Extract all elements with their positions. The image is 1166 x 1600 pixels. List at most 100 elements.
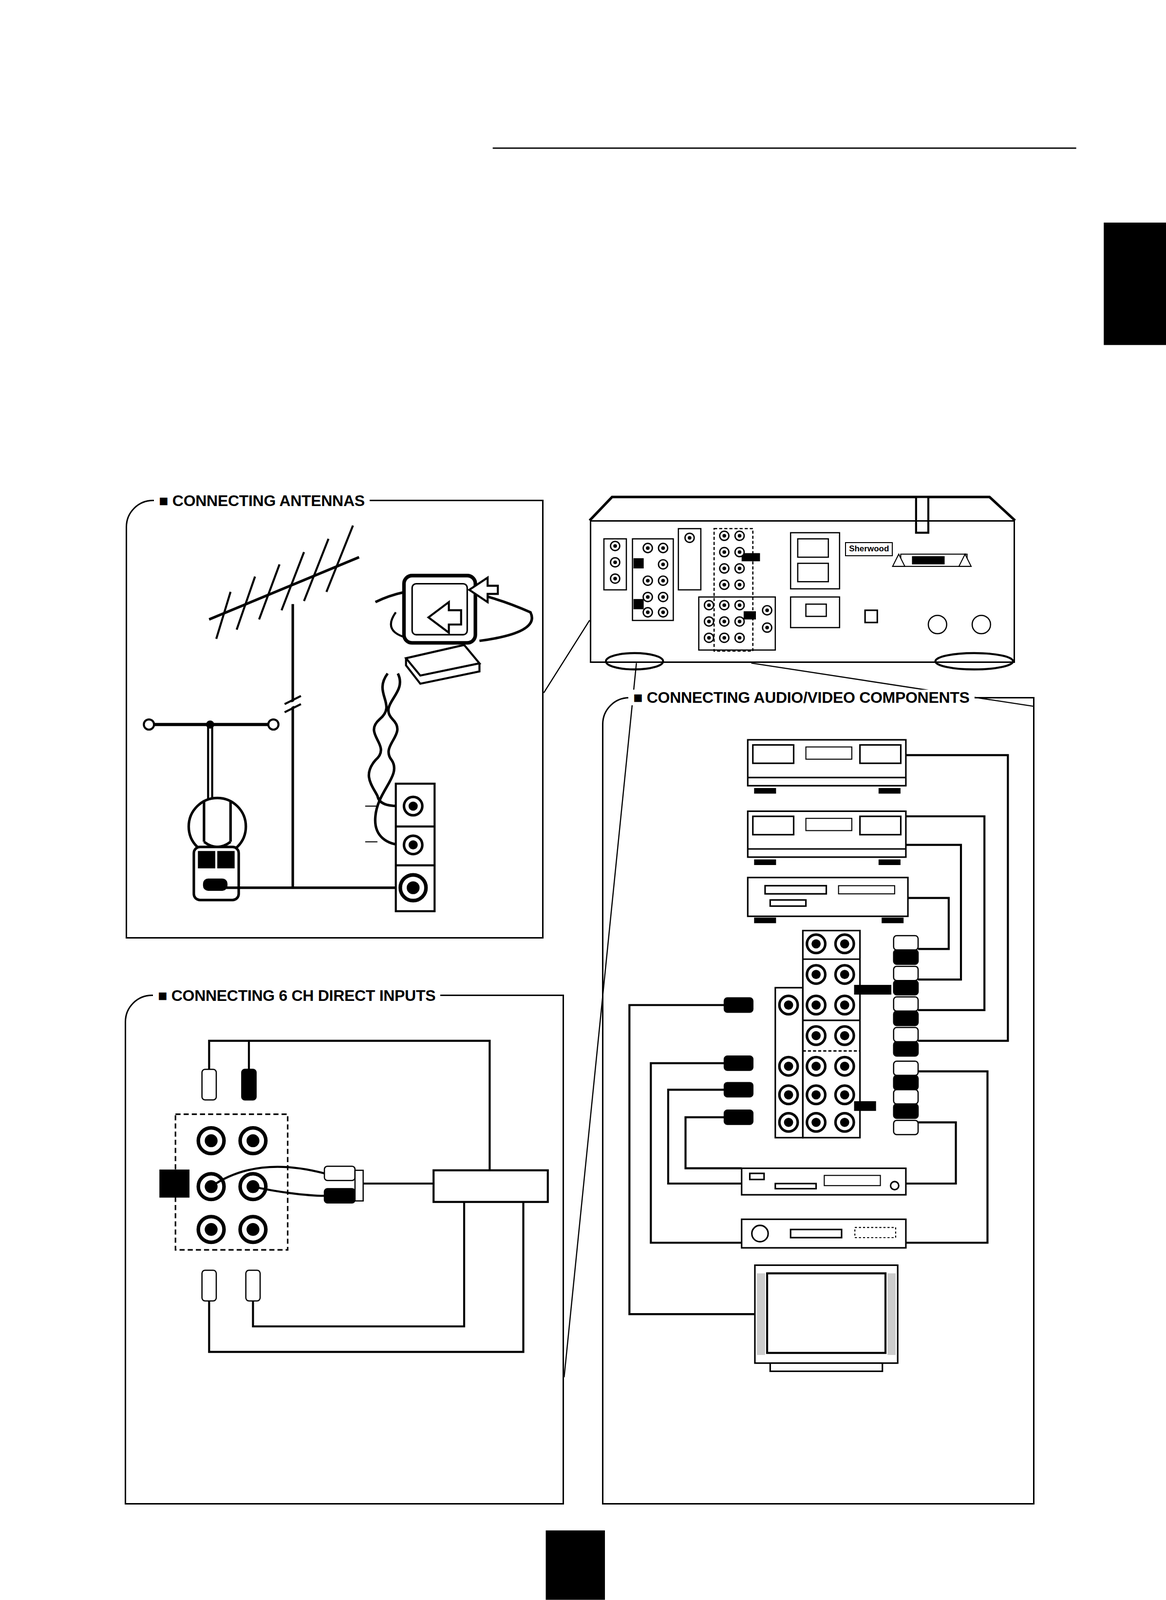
av-cables: [629, 1004, 755, 1315]
receiver-jacks: [610, 531, 772, 643]
cassette-deck: [754, 788, 776, 793]
receiver-jacks: [734, 547, 745, 557]
six-channel-plugs: [202, 1069, 364, 1301]
cassette-deck: [754, 860, 776, 865]
jack-panel-jacks: [807, 1026, 826, 1045]
six-channel-cables: [355, 1182, 434, 1185]
dipole-antenna: [218, 851, 234, 867]
dipole-antenna: [226, 886, 400, 889]
disc-player: [824, 1175, 881, 1186]
receiver-jacks: [734, 617, 745, 627]
receiver-rear-panel: [865, 610, 878, 623]
loop-antenna: [412, 583, 468, 635]
receiver-rear-panel: [790, 597, 840, 628]
jack-panel-jacks: [835, 1085, 854, 1105]
rca-plugs: [893, 996, 919, 1012]
television: [754, 1265, 898, 1364]
cassette-deck: [860, 744, 902, 764]
leader-line: [564, 662, 637, 1377]
dipole-antenna: [193, 846, 239, 901]
receiver-rear-panel: [913, 557, 944, 564]
dipole-antenna: [204, 801, 231, 847]
rca-plugs: [724, 997, 753, 1013]
rca-plugs: [893, 949, 919, 964]
rca-plugs: [893, 1120, 919, 1135]
jack-panel-jacks: [807, 1085, 826, 1105]
six-channel-jacks: [175, 1114, 288, 1251]
rca-plugs: [893, 1104, 919, 1119]
cassette-deck: [752, 816, 794, 835]
loop-antenna: [395, 825, 435, 828]
receiver-jacks: [658, 559, 668, 569]
jack-panel-jacks: [807, 965, 826, 984]
receiver-rear-panel: [797, 563, 829, 583]
video-deck: [747, 877, 908, 923]
video-deck: [770, 900, 806, 907]
rca-plugs: [893, 1075, 919, 1090]
yagi-antenna: [236, 576, 256, 630]
six-channel-plugs: [355, 1170, 364, 1202]
jack-panel-jacks: [807, 996, 826, 1015]
disc-player: [775, 1183, 817, 1189]
am-terminal: [403, 796, 423, 816]
receiver-jacks: [719, 547, 730, 557]
receiver-rear-panel: [589, 496, 1016, 670]
video-deck: [838, 885, 895, 894]
receiver-jacks: [719, 617, 730, 627]
video-deck: [747, 877, 908, 917]
receiver-rear-panel: [634, 559, 643, 568]
receiver-rear-panel: [605, 653, 663, 670]
jack-panel-jacks: [779, 996, 798, 1015]
jack-panel: [802, 1050, 860, 1052]
receiver-rear-panel: [797, 538, 829, 558]
page-illustration: [198, 1216, 225, 1243]
cassette-deck: [879, 860, 900, 865]
jack-panel: [802, 958, 860, 960]
receiver-jacks: [643, 607, 653, 618]
jack-panel-jacks: [779, 1085, 798, 1105]
receiver-jacks: [704, 633, 714, 643]
yagi-antenna: [303, 538, 329, 602]
receiver-jacks: [704, 600, 714, 610]
receiver-jacks: [658, 543, 668, 553]
yagi-antenna: [216, 591, 231, 639]
receiver-rear-panel: [742, 554, 760, 561]
rca-plugs: [893, 1089, 919, 1104]
six-channel-plugs: [324, 1166, 356, 1181]
receiver-rear-panel: [678, 528, 701, 590]
cd-player: [741, 1219, 906, 1248]
disc-player: [741, 1168, 906, 1195]
av-cables: [629, 754, 1008, 1315]
receiver-rear-panel: [714, 528, 753, 651]
receiver-rear-panel: [935, 653, 1014, 670]
jack-panel-jacks: [807, 934, 826, 954]
cassette-deck: [806, 818, 852, 831]
page-illustration: [240, 1128, 266, 1154]
receiver-jacks: [610, 574, 621, 584]
disc-player: [749, 1173, 764, 1180]
loop-antenna: [395, 783, 435, 912]
leader-line: [543, 620, 590, 693]
six-channel-jacks: [160, 1114, 288, 1251]
loop-antenna: [469, 577, 498, 602]
cassette-deck: [747, 811, 906, 858]
jack-panel-jacks: [835, 1056, 854, 1076]
loop-antenna: [365, 805, 378, 807]
six-channel-plugs: [245, 1270, 261, 1301]
receiver-jacks: [734, 633, 745, 643]
receiver-rear-panel: [916, 496, 929, 533]
receiver-jacks: [643, 592, 653, 602]
section-heading: ■ CONNECTING ANTENNAS: [153, 492, 370, 509]
receiver-jacks: [762, 605, 772, 616]
yagi-antenna: [291, 603, 294, 888]
receiver-rear-panel: [589, 496, 1016, 521]
cassette-deck: [752, 744, 794, 764]
loop-antenna: [365, 841, 378, 843]
rca-plugs: [893, 966, 919, 981]
receiver-rear-panel: [928, 615, 947, 634]
dipole-antenna: [268, 719, 279, 730]
av-cables: [905, 754, 1008, 1041]
page-illustration: [240, 1173, 266, 1200]
fm-terminal: [400, 874, 427, 901]
